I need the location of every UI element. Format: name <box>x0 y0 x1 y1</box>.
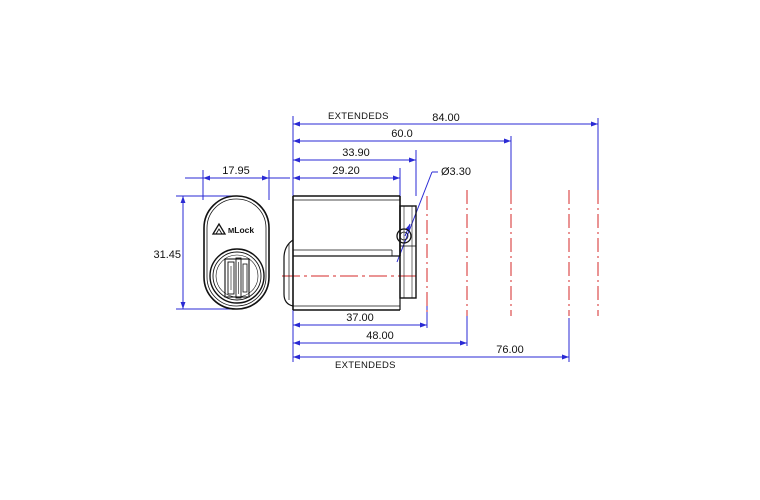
dim-hole-text: Ø3.30 <box>441 166 471 178</box>
dim-29-20-text: 29.20 <box>332 165 360 177</box>
dim-hole-leader <box>396 171 438 263</box>
dim-48-text: 48.00 <box>366 330 394 342</box>
cylinder-face-outline <box>203 195 270 310</box>
extension-centerlines <box>426 190 599 316</box>
side-view: EXTENDEDS 84.00 60.0 33.90 29.20 Ø3.30 <box>282 111 599 371</box>
dim-76-text: 76.00 <box>496 344 524 356</box>
dim-front-width <box>185 170 290 200</box>
dim-60-text: 60.0 <box>391 128 412 140</box>
dim-33-90-text: 33.90 <box>342 147 370 159</box>
brand-logo-icon <box>211 222 227 235</box>
top-extended-note: EXTENDEDS <box>328 111 389 122</box>
key-plug <box>209 248 265 304</box>
dim-front-width-text: 17.95 <box>222 165 250 177</box>
dim-front-height <box>176 195 232 310</box>
cylinder-face-inner-outline <box>206 198 267 307</box>
bottom-extended-note: EXTENDEDS <box>335 360 396 371</box>
dim-84-text: 84.00 <box>432 112 460 124</box>
dim-37-text: 37.00 <box>346 312 374 324</box>
front-view: 17.95 31.45 MLock <box>153 165 290 310</box>
brand-logo-text: MLock <box>228 225 254 235</box>
cylinder-body <box>283 195 417 311</box>
retaining-hole <box>396 228 412 244</box>
dim-front-height-text: 31.45 <box>153 249 181 261</box>
